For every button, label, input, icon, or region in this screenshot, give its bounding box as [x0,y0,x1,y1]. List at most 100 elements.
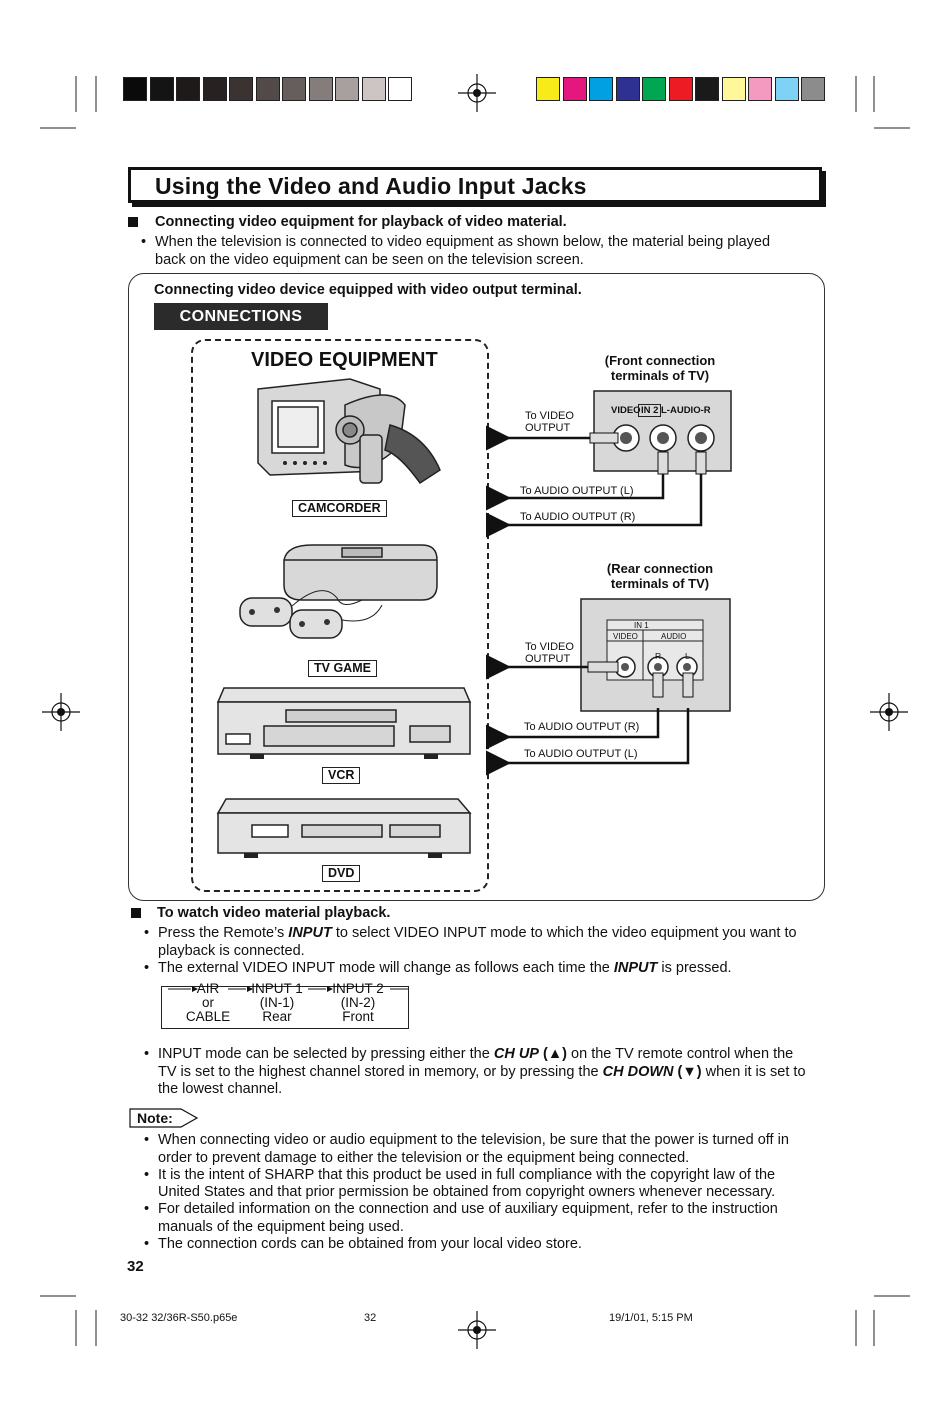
note-badge-shape [129,1108,199,1128]
footer-file-name: 30-32 32/36R-S50.p65e [120,1312,238,1324]
flow-line: INPUT 2 [332,981,384,996]
rear-panel-audio-label: AUDIO [661,632,687,641]
key-name-input: INPUT [613,960,658,976]
color-swatch [668,77,693,101]
bullet-dot: • [144,1167,150,1183]
front-audio-l-label: To AUDIO OUTPUT (L) [520,485,634,497]
connections-label: CONNECTIONS [154,303,328,330]
note-item-2-line2: United States and that prior permission … [158,1184,776,1200]
note-label: Note: [137,1110,173,1126]
dvd-illustration [216,798,472,858]
flow-item-air-cable: AIR or CABLE [178,982,238,1024]
color-swatch [615,77,640,101]
page-number: 32 [127,1258,144,1275]
bullet-dot: • [144,925,150,941]
note-item-3-line2: manuals of the equipment being used. [158,1219,404,1235]
page-title-box: Using the Video and Audio Input Jacks [128,167,822,203]
grayscale-swatch [149,77,174,101]
color-swatch [748,77,772,101]
front-panel-audio-label: L-AUDIO-R [661,405,711,416]
rear-panel-r-label: R [655,651,662,661]
bullet-dot: • [144,960,150,976]
flow-item-input2: INPUT 2 (IN-2) Front [326,982,390,1024]
rear-to-video-label: To VIDEO OUTPUT [525,641,574,665]
device-label-dvd: DVD [322,865,361,882]
diagram-subheading: Connecting video device equipped with vi… [154,282,582,298]
text-segment: Press the Remote’s [158,925,289,941]
flow-line: (IN-2) [340,995,376,1010]
flow-line: INPUT 1 [251,981,303,996]
section1-text-line1: When the television is connected to vide… [155,234,771,250]
front-panel-in2-label: IN 2 [638,404,662,417]
front-terminals-title: (Front connection terminals of TV) [590,353,730,383]
device-label-tv-game: TV GAME [308,660,377,677]
section2-bullet1-line2: playback is connected. [158,943,305,959]
rear-panel-in1-label: IN 1 [634,621,649,630]
section1-text-line2: back on the video equipment can be seen … [155,252,584,268]
grayscale-swatch [335,77,359,101]
rear-terminals-title-line1: (Rear connection [606,561,714,576]
section2-bullet3-line2: TV is set to the highest channel stored … [158,1064,806,1082]
section2-bullet1-line1: Press the Remote’s INPUT to select VIDEO… [158,925,797,943]
color-swatch [721,77,746,101]
front-terminals-title-line2: terminals of TV) [610,368,710,383]
connection-diagram-frame [128,273,825,901]
text-segment: is pressed. [657,960,732,976]
text-segment: TV is set to the highest channel stored … [158,1064,603,1080]
grayscale-swatch [308,77,333,101]
input-mode-cycle-arrows [168,986,408,992]
text-segment: to select VIDEO INPUT mode to which the … [331,925,797,941]
front-terminal-panel [593,390,732,472]
up-arrow-symbol: (▲) [538,1046,568,1062]
grayscale-swatch [123,77,147,101]
video-equipment-title: VIDEO EQUIPMENT [251,349,438,371]
footer-date: 19/1/01, 5:15 PM [609,1312,693,1324]
video-equipment-group [191,339,489,892]
flow-item-input1: INPUT 1 (IN-1) Rear [245,982,309,1024]
text-segment: when it is set to [701,1064,806,1080]
rear-to-video-line1: To VIDEO [525,641,574,653]
section2-bullet3-line1: INPUT mode can be selected by pressing e… [158,1046,793,1064]
front-terminals-title-line1: (Front connection [604,353,716,368]
flow-line: (IN-1) [259,995,295,1010]
color-swatch [536,77,560,101]
note-item-3-line1: For detailed information on the connecti… [158,1201,778,1217]
flow-line: Front [342,1009,374,1024]
rear-audio-l-label: To AUDIO OUTPUT (L) [524,748,638,760]
rear-terminals-title-line2: terminals of TV) [610,576,710,591]
grayscale-swatch [388,77,412,101]
rear-panel-l-label: L [685,651,690,661]
section-marker [128,217,138,227]
text-segment: INPUT mode can be selected by pressing e… [158,1046,494,1062]
front-audio-r-label: To AUDIO OUTPUT (R) [520,511,636,523]
color-swatch [801,77,825,101]
section2-bullet2: The external VIDEO INPUT mode will chang… [158,960,732,978]
flow-line: or [201,995,214,1010]
section1-heading: Connecting video equipment for playback … [155,214,567,230]
section-marker [131,908,141,918]
key-name-input: INPUT [288,925,332,941]
section2-heading: To watch video material playback. [157,905,391,921]
key-name-ch-up: CH UP [493,1046,539,1062]
bullet-dot: • [144,1132,150,1148]
tv-game-illustration [239,544,438,639]
grayscale-swatch [255,77,280,101]
rear-panel-video-label: VIDEO [613,632,638,641]
color-swatch [589,77,613,101]
grayscale-swatch [176,77,200,101]
device-label-camcorder: CAMCORDER [292,500,387,517]
rear-audio-r-label: To AUDIO OUTPUT (R) [524,721,640,733]
note-item-4: The connection cords can be obtained fro… [158,1236,582,1252]
camcorder-illustration [257,378,441,485]
flow-line: Rear [262,1009,292,1024]
rear-to-video-line2: OUTPUT [525,653,571,665]
down-arrow-symbol: (▼) [673,1064,702,1080]
bullet-dot: • [144,1236,150,1252]
grayscale-swatch [282,77,306,101]
device-label-vcr: VCR [322,767,361,784]
flow-line: AIR [196,981,220,996]
text-segment: The external VIDEO INPUT mode will chang… [158,960,614,976]
color-swatch [642,77,666,101]
color-swatch [562,77,587,101]
